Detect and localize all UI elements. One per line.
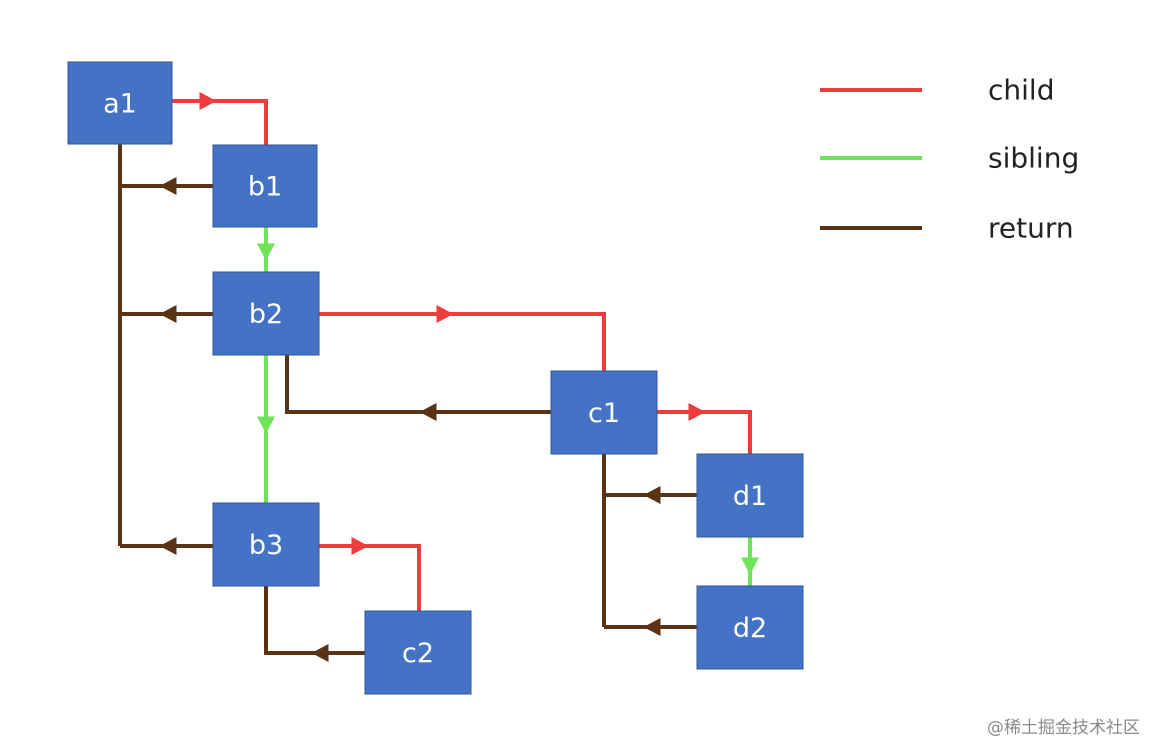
legend-item-child: child [820, 74, 1054, 107]
node-label: d1 [733, 481, 767, 512]
edge-return-b2-to-a1 [120, 305, 213, 323]
sibling-arrowhead-icon [257, 243, 275, 261]
node-box [696, 585, 804, 670]
edge-sibling-b2-to-b3 [257, 355, 275, 503]
child-line [319, 544, 421, 611]
node-box [364, 610, 472, 695]
edge-child-c1-to-d1 [657, 403, 752, 454]
legend: child sibling return [820, 74, 1079, 245]
node-b3: b3 [212, 502, 320, 587]
edge-return-c1-to-b2 [285, 355, 551, 421]
node-label: b3 [249, 530, 283, 561]
node-label: b1 [248, 172, 282, 203]
legend-label: child [988, 74, 1054, 107]
child-arrowhead-icon [199, 92, 217, 110]
node-c1: c1 [550, 370, 658, 455]
edges-layer [118, 92, 759, 662]
node-box [550, 370, 658, 455]
return-arrowhead-icon [311, 644, 329, 662]
node-label: c2 [402, 638, 434, 669]
node-box [212, 271, 320, 356]
edge-return-b1-to-a1 [120, 177, 213, 195]
child-line [657, 410, 752, 454]
child-arrowhead-icon [351, 537, 369, 555]
legend-item-sibling: sibling [820, 142, 1079, 175]
node-b1: b1 [212, 144, 318, 228]
return-arrowhead-icon [419, 403, 437, 421]
return-arrowhead-icon [643, 618, 661, 636]
return-arrowhead-icon [159, 537, 177, 555]
edge-return-c2-to-b3 [264, 586, 365, 662]
node-label: a1 [103, 89, 137, 120]
watermark: @稀土掘金技术社区 [987, 718, 1140, 738]
return-arrowhead-icon [643, 486, 661, 504]
node-label: c1 [588, 398, 620, 429]
node-b2: b2 [212, 271, 320, 356]
node-label: b2 [249, 299, 283, 330]
node-d2: d2 [696, 585, 804, 670]
child-arrowhead-icon [436, 305, 454, 323]
edge-return-d1-to-c1 [604, 486, 697, 504]
node-box [212, 502, 320, 587]
child-arrowhead-icon [688, 403, 706, 421]
edge-return-b3-to-a1 [120, 537, 213, 555]
node-box [67, 61, 173, 145]
child-line [319, 312, 606, 371]
edge-child-b2-to-c1 [319, 305, 606, 371]
sibling-arrowhead-icon [257, 416, 275, 434]
return-line [285, 355, 551, 414]
return-arrowhead-icon [159, 305, 177, 323]
legend-label: return [988, 212, 1074, 245]
node-a1: a1 [67, 61, 173, 145]
legend-label: sibling [988, 142, 1079, 175]
nodes-layer: a1 b1 b2 b3 c1 c2 d1 d2 [67, 61, 804, 695]
edge-return-d2-to-c1 [604, 618, 697, 636]
edge-sibling-d1-to-d2 [741, 537, 759, 586]
child-line [172, 99, 268, 145]
legend-item-return: return [820, 212, 1074, 245]
node-box [696, 453, 804, 538]
return-line [264, 586, 365, 655]
node-box [212, 144, 318, 228]
sibling-arrowhead-icon [741, 557, 759, 575]
node-d1: d1 [696, 453, 804, 538]
edge-child-a1-to-b1 [172, 92, 268, 145]
node-label: d2 [733, 613, 767, 644]
edge-child-b3-to-c2 [319, 537, 421, 611]
return-arrowhead-icon [159, 177, 177, 195]
node-c2: c2 [364, 610, 472, 695]
edge-sibling-b1-to-b2 [257, 227, 275, 272]
